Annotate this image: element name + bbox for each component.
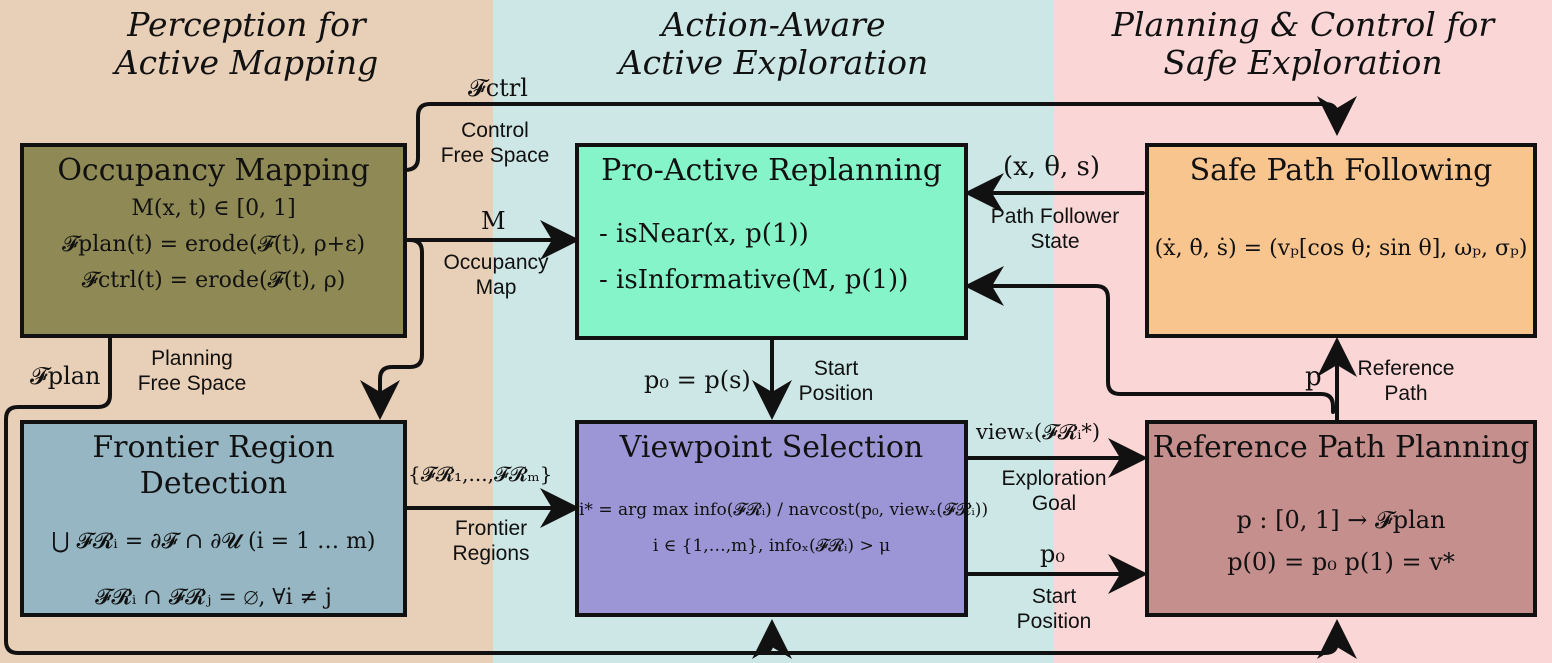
reference-path-planning-box: Reference Path Planning p : [0, 1] → 𝓕pl… bbox=[1145, 420, 1537, 617]
exploration-title-line2: Active Exploration bbox=[618, 43, 929, 82]
start-position-bottom-line2: Position bbox=[1016, 610, 1092, 633]
viewpoint-eq-1: i* = arg max info(𝓕𝓡ᵢ) / navcost(p₀, vie… bbox=[579, 500, 989, 520]
occupancy-map-line1: Occupancy bbox=[443, 251, 549, 274]
viewpoint-title: Viewpoint Selection bbox=[619, 430, 924, 465]
p0-eq-label: p₀ = p(s) bbox=[644, 366, 751, 394]
p0-label: p₀ bbox=[1040, 540, 1065, 568]
p-label: p bbox=[1305, 362, 1322, 392]
exploration-title-line1: Action-Aware bbox=[661, 5, 886, 44]
planning-free-space-label: Planning Free Space bbox=[124, 346, 260, 396]
exploration-goal-line1: Exploration bbox=[1001, 467, 1107, 490]
control-free-space-line1: Control bbox=[461, 119, 529, 142]
occupancy-map-label: Occupancy Map bbox=[428, 250, 564, 300]
frontier-set-label: {𝓕𝓡₁,...,𝓕𝓡ₘ} bbox=[408, 462, 553, 486]
replanning-title: Pro-Active Replanning bbox=[601, 153, 942, 188]
occupancy-map-line2: Map bbox=[475, 276, 517, 299]
safe-path-following-box: Safe Path Following (ẋ, θ̇, ṡ) = (vₚ[cos… bbox=[1145, 143, 1537, 338]
control-free-space-label: Control Free Space bbox=[430, 118, 560, 168]
arrow-fctrl bbox=[403, 96, 1357, 172]
exploration-goal-line2: Goal bbox=[1031, 492, 1077, 515]
replanning-items: - isNear(x, p(1)) - isInformative(M, p(1… bbox=[579, 211, 964, 303]
frontier-region-detection-box: Frontier Region Detection ⋃ 𝓕𝓡ᵢ = ∂𝓕 ∩ ∂… bbox=[20, 420, 407, 617]
start-position-mid-line2: Position bbox=[798, 382, 874, 405]
reference-path-eq-1: p : [0, 1] → 𝓕plan bbox=[1236, 506, 1446, 534]
exploration-goal-label: Exploration Goal bbox=[986, 466, 1122, 516]
f-ctrl-label: 𝓕ctrl bbox=[468, 74, 528, 102]
planning-title-line2: Safe Exploration bbox=[1163, 43, 1443, 82]
occupancy-eq-2: 𝓕plan(t) = erode(𝓕(t), ρ+ε) bbox=[61, 232, 366, 257]
arrow-ref-to-replanning bbox=[964, 266, 1335, 414]
reference-path-label: Reference Path bbox=[1348, 356, 1464, 406]
frontier-regions-label: Frontier Regions bbox=[432, 516, 550, 566]
frontier-regions-line2: Regions bbox=[452, 542, 530, 565]
start-position-bottom-line1: Start bbox=[1031, 585, 1077, 608]
exploration-column-title: Action-Aware Active Exploration bbox=[493, 6, 1054, 82]
occupancy-eq-3: 𝓕ctrl(t) = erode(𝓕(t), ρ) bbox=[81, 268, 346, 293]
view-x-label: viewₓ(𝓕𝓡ᵢ*) bbox=[976, 420, 1101, 444]
path-follower-state-line1: Path Follower bbox=[990, 205, 1120, 228]
planning-free-space-line1: Planning bbox=[151, 347, 233, 370]
path-follower-state-line2: State bbox=[1030, 230, 1080, 253]
planning-free-space-line2: Free Space bbox=[137, 372, 247, 395]
reference-path-line2: Path bbox=[1384, 382, 1428, 405]
planning-column-title: Planning & Control for Safe Exploration bbox=[1054, 6, 1552, 82]
replanning-item-near: - isNear(x, p(1)) bbox=[599, 219, 809, 249]
frontier-detection-title: Frontier Region Detection bbox=[92, 430, 335, 501]
arrow-fplan-to-viewpoint bbox=[752, 619, 792, 659]
occupancy-mapping-box: Occupancy Mapping M(x, t) ∈ [0, 1] 𝓕plan… bbox=[20, 143, 407, 338]
viewpoint-eq-2: i ∈ {1,…,m}, infoₓ(𝓕𝓡ᵢ) > μ bbox=[652, 536, 891, 556]
perception-title-line1: Perception for bbox=[127, 5, 366, 44]
m-label: M bbox=[481, 207, 506, 235]
f-plan-label: 𝓕plan bbox=[30, 362, 101, 390]
control-free-space-line2: Free Space bbox=[440, 144, 550, 167]
replanning-item-informative: - isInformative(M, p(1)) bbox=[599, 265, 909, 295]
start-position-mid-label: Start Position bbox=[784, 356, 888, 406]
occupancy-mapping-title: Occupancy Mapping bbox=[57, 153, 370, 188]
frontier-regions-line1: Frontier bbox=[454, 517, 528, 540]
start-position-bottom-label: Start Position bbox=[998, 584, 1110, 634]
reference-path-eq-2: p(0) = p₀ p(1) = v* bbox=[1227, 548, 1455, 576]
perception-title-line2: Active Mapping bbox=[114, 43, 379, 82]
safe-path-eq: (ẋ, θ̇, ṡ) = (vₚ[cos θ; sin θ], ωₚ, σₚ) bbox=[1154, 236, 1528, 261]
reference-path-line1: Reference bbox=[1357, 357, 1455, 380]
viewpoint-selection-box: Viewpoint Selection i* = arg max info(𝓕𝓡… bbox=[575, 420, 989, 617]
path-follower-state-label: Path Follower State bbox=[970, 204, 1140, 254]
safe-path-title: Safe Path Following bbox=[1189, 153, 1493, 188]
state-tuple-label: (x, θ, s) bbox=[1003, 152, 1101, 182]
arrow-fplan-loop bbox=[4, 333, 1357, 659]
reference-path-title: Reference Path Planning bbox=[1152, 430, 1530, 465]
start-position-mid-line1: Start bbox=[813, 357, 859, 380]
arrow-to-frontier bbox=[360, 238, 424, 420]
perception-column-title: Perception for Active Mapping bbox=[0, 6, 493, 82]
frontier-eq-2: 𝓕𝓡ᵢ ∩ 𝓕𝓡ⱼ = ∅, ∀i ≠ j bbox=[95, 585, 332, 610]
pro-active-replanning-box: Pro-Active Replanning - isNear(x, p(1)) … bbox=[575, 143, 968, 340]
frontier-eq-1: ⋃ 𝓕𝓡ᵢ = ∂𝓕 ∩ ∂𝓤 (i = 1 … m) bbox=[51, 529, 376, 554]
occupancy-eq-1: M(x, t) ∈ [0, 1] bbox=[131, 196, 296, 221]
planning-title-line1: Planning & Control for bbox=[1111, 5, 1495, 44]
